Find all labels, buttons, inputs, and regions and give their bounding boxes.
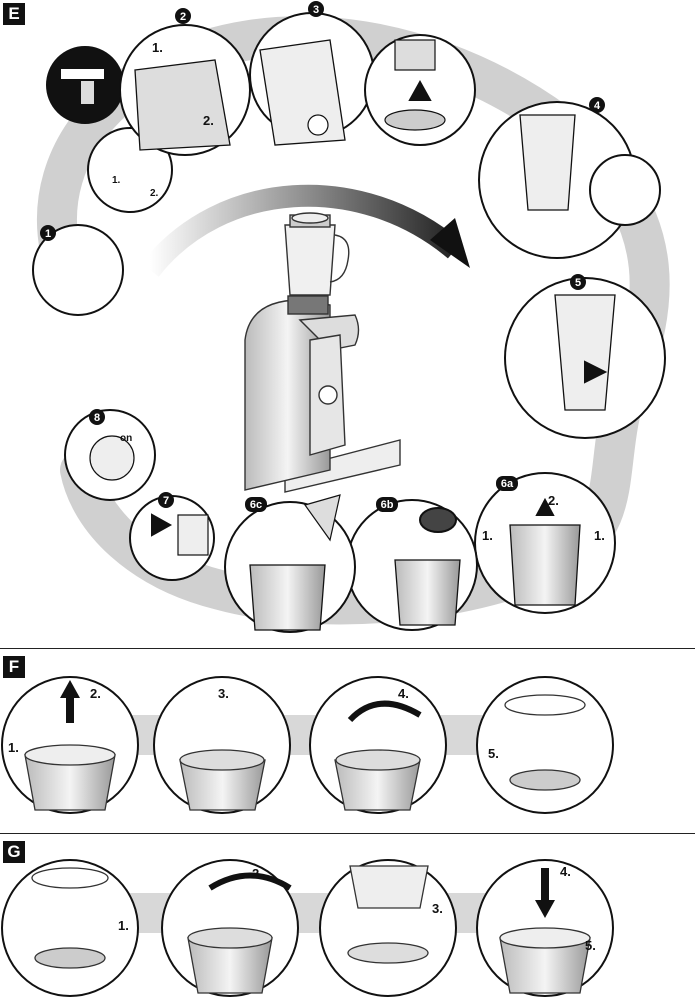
section-f-illustration: 2. 1. 3. 4. 5. [1,676,614,814]
left-sub-1: 1. [112,175,121,186]
badge-7: 7 [158,492,174,508]
g2-arrow-curve [208,872,292,891]
step-circle-2 [119,24,251,156]
section-label-e: E [3,3,25,25]
step-circle-1 [32,224,124,316]
f1-arrow-up [60,680,80,698]
f1-label-a: 2. [90,686,101,701]
process-arrow [141,184,463,277]
left-sub-2: 2. [150,188,159,199]
badge-6c: 6c [245,497,267,512]
g4-arrow-down [535,900,555,918]
f2-label: 3. [218,686,229,701]
badge-2: 2 [175,8,191,24]
g4-label-b: 5. [585,938,596,953]
badge-6a-label: 6a [501,478,514,490]
section-g-illustration: 1. 2. 3. 4. 5. [1,859,614,997]
badge-6a: 6a [496,476,518,491]
step-circle-3b [364,34,476,146]
badge-1: 1 [40,225,56,241]
step-circle-6a [474,472,616,614]
step-circle-5 [504,277,666,439]
badge-7-label: 7 [163,495,169,507]
g1-label: 1. [118,918,129,933]
step-circle-7 [129,495,215,581]
g2-label: 2. [252,866,263,881]
divider-f [0,648,695,649]
process-arrowhead [430,218,470,268]
step-circle-inset [46,46,124,124]
step6a-sub-mid: 2. [548,493,559,508]
badge-2-label: 2 [180,11,186,23]
step6a-sub-right: 1. [594,528,605,543]
badge-8: 8 [89,409,105,425]
badge-4: 4 [589,97,605,113]
central-appliance [244,212,401,493]
step-circle-8 [64,409,156,501]
badge-3: 3 [308,1,324,17]
section-label-f: F [3,656,25,678]
section-label-g: G [3,841,25,863]
step-circle-6b [346,499,478,631]
g4-label-a: 4. [560,864,571,879]
f4-label: 5. [488,746,499,761]
section-e-illustration: 1 2 3 4 5 6a 6b 6c 7 8 1. 2. 1. 2. 1. 2.… [32,1,670,633]
badge-4-label: 4 [594,100,601,112]
step8-on-label: on [120,433,132,444]
badge-6c-label: 6c [250,499,262,511]
divider-g [0,833,695,834]
f3-arrow-curve [347,700,422,723]
step-circle-6c [224,494,356,633]
badge-6b: 6b [376,497,398,512]
badge-5: 5 [570,274,586,290]
badge-6b-label: 6b [381,499,394,511]
badge-5-label: 5 [575,277,581,289]
badge-3-label: 3 [313,4,319,16]
badge-8-label: 8 [94,412,100,424]
step2-sub-1: 1. [152,40,163,55]
step6a-sub-left: 1. [482,528,493,543]
badge-1-label: 1 [45,228,51,240]
f1-label-b: 1. [8,740,19,755]
f3-label: 4. [398,686,409,701]
g3-label: 3. [432,901,443,916]
step-circle-4 [478,101,661,259]
step-circle-3 [249,12,375,146]
step2-sub-2: 2. [203,113,214,128]
